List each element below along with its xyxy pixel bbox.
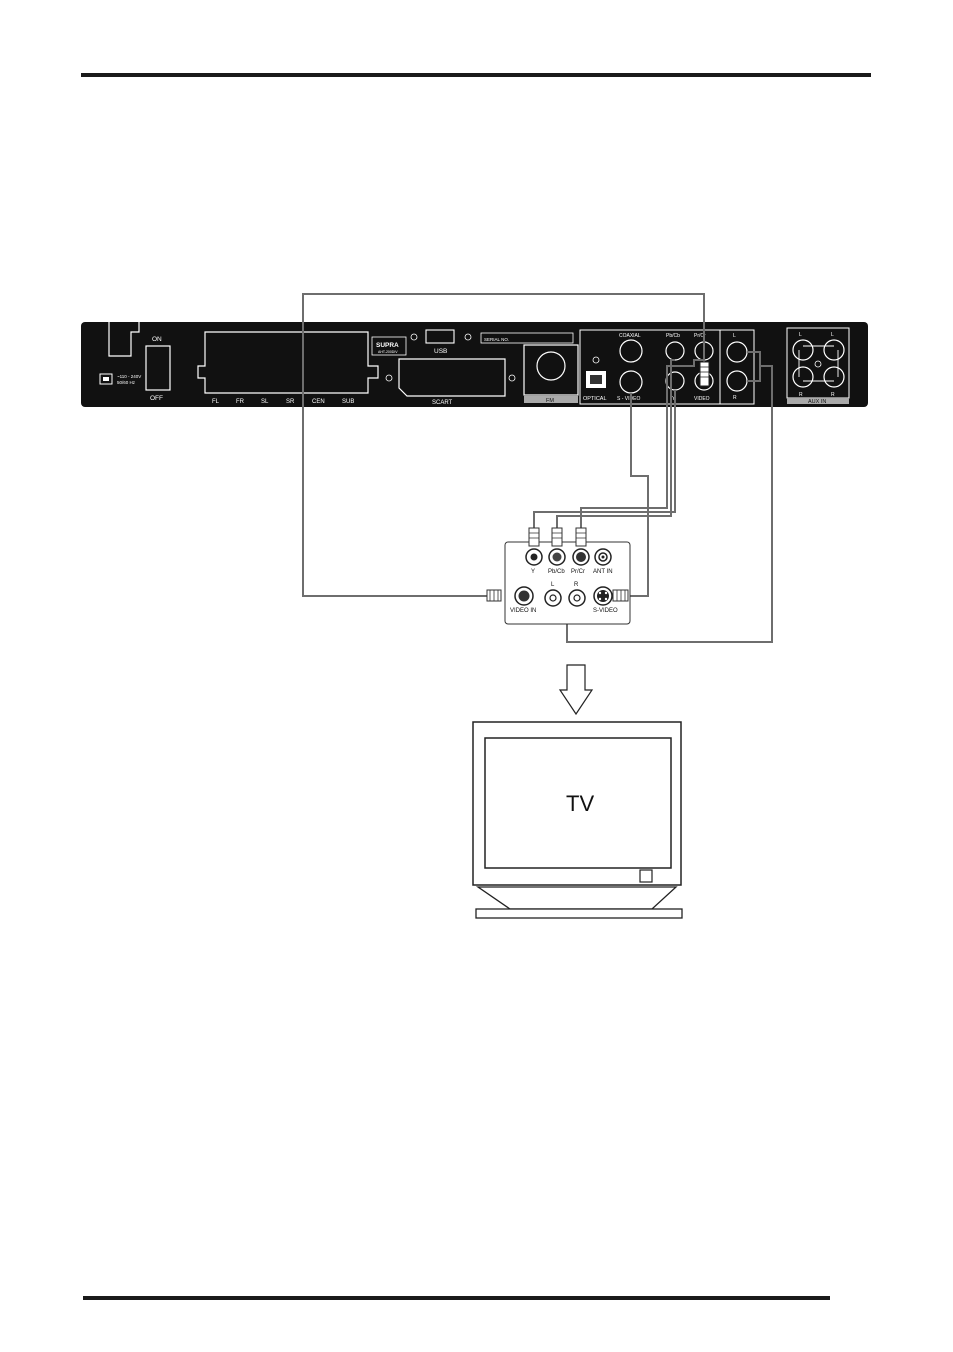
audio-out-l-label: L xyxy=(733,333,736,339)
brand-logo: SUPRA xyxy=(376,342,399,349)
down-arrow-icon xyxy=(560,665,592,714)
scart-label: SCART xyxy=(432,400,453,406)
television: TV xyxy=(473,722,682,918)
aux-in-l1-label: L xyxy=(799,332,802,338)
s-video-out-label: S - VIDEO xyxy=(617,396,640,402)
player-rear-panel: ~110 - 240V 50/60 Hz ON OFF FL FR SL SR … xyxy=(81,322,868,407)
component-plug-y xyxy=(529,528,539,546)
speaker-label-sr: SR xyxy=(286,399,295,405)
speaker-label-cen: CEN xyxy=(312,399,325,405)
tv-audio-r-jack xyxy=(569,590,585,606)
player-plugs xyxy=(700,362,709,386)
power-on-label: ON xyxy=(152,336,162,343)
tv-power-button xyxy=(640,870,652,882)
aux-in-r2-label: R xyxy=(831,392,835,398)
top-rule xyxy=(81,73,871,77)
tv-stand xyxy=(478,887,676,909)
component-plug-pr xyxy=(576,528,586,546)
s-video-plug xyxy=(613,590,628,601)
aux-in-label: AUX IN xyxy=(808,399,826,405)
aux-in-l2-label: L xyxy=(831,332,834,338)
video-out-label: VIDEO xyxy=(694,396,710,402)
bottom-rule xyxy=(83,1296,830,1300)
speaker-label-fl: FL xyxy=(212,399,220,405)
tv-ant-in-label: ANT IN xyxy=(593,569,613,575)
aux-in-r1-label: R xyxy=(799,392,803,398)
optical-label: OPTICAL xyxy=(583,396,607,402)
audio-out-r-label: R xyxy=(733,395,737,401)
tv-base xyxy=(476,909,682,918)
tv-s-video-label: S-VIDEO xyxy=(593,608,618,614)
s-video-cable xyxy=(628,393,648,596)
usb-label: USB xyxy=(434,348,447,355)
coaxial-label: COAXIAL xyxy=(619,333,641,339)
tv-label: TV xyxy=(566,791,594,816)
fm-label: FM xyxy=(546,398,554,404)
speaker-label-fr: FR xyxy=(236,399,245,405)
pb-cb-out-label: Pb/Cb xyxy=(666,333,680,339)
frequency-label: 50/60 Hz xyxy=(117,380,136,385)
model-label: AHT-200DIV xyxy=(378,350,398,354)
serial-label: SERIAL NO. xyxy=(484,337,509,342)
tv-input-panel: Y Pb/Cb Pr/Cr ANT IN VIDEO IN L R S-VIDE… xyxy=(487,528,630,624)
tv-y-label: Y xyxy=(531,569,535,575)
speaker-label-sl: SL xyxy=(261,399,269,405)
tv-pr-cr-label: Pr/Cr xyxy=(571,569,585,575)
tv-video-in-label: VIDEO IN xyxy=(510,608,536,614)
tv-r-label: R xyxy=(574,582,579,588)
voltage-label: ~110 - 240V xyxy=(117,374,141,379)
speaker-label-sub: SUB xyxy=(342,399,354,405)
tv-audio-l-jack xyxy=(545,590,561,606)
component-plug-pb xyxy=(552,528,562,546)
tv-pb-cb-label: Pb/Cb xyxy=(548,569,565,575)
power-off-label: OFF xyxy=(150,395,163,402)
